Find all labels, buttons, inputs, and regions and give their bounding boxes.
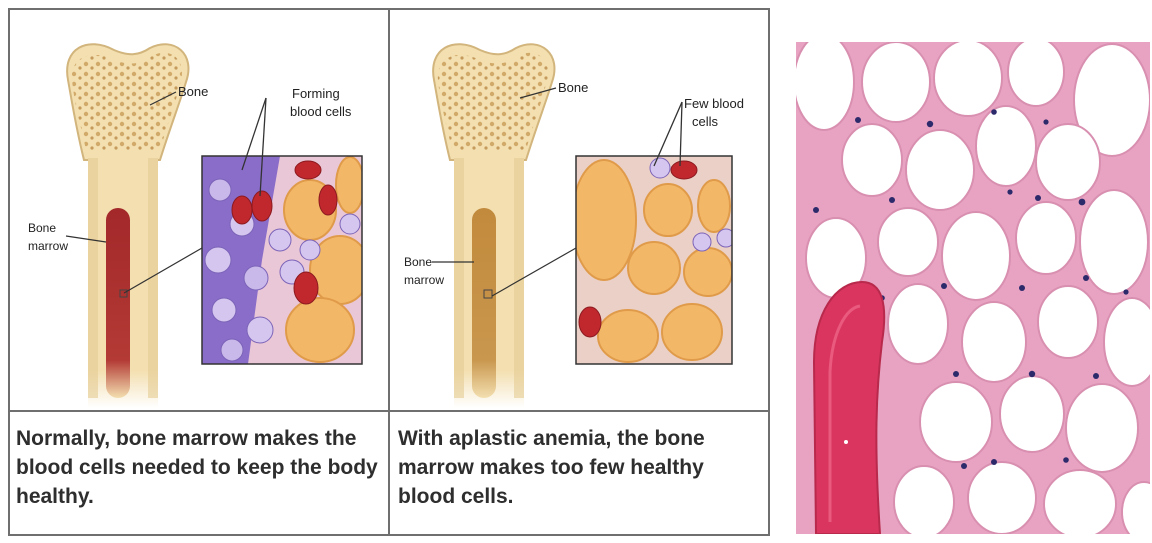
label-marrow-line1: Bone <box>28 221 56 235</box>
label-forming-line2: blood cells <box>290 104 352 119</box>
label-forming-line1: Forming <box>292 86 340 101</box>
label-bone: Bone <box>558 80 588 95</box>
normal-caption: Normally, bone marrow makes the blood ce… <box>16 424 378 511</box>
caption-divider <box>8 410 770 412</box>
bone-marrow <box>472 208 496 398</box>
label-marrow-line2: marrow <box>28 239 68 253</box>
histology-micrograph <box>796 42 1150 534</box>
normal-marrow-inset <box>202 156 370 364</box>
label-marrow-line2: marrow <box>404 273 444 287</box>
bone-trabecula <box>814 282 884 534</box>
label-bone: Bone <box>178 84 208 99</box>
label-few-line2: cells <box>692 114 719 129</box>
normal-bone-diagram: Bone Forming blood cells Bone marrow <box>10 10 390 410</box>
label-marrow-line1: Bone <box>404 255 432 269</box>
aplastic-caption: With aplastic anemia, the bone marrow ma… <box>398 424 760 511</box>
aplastic-marrow-inset <box>572 156 735 364</box>
aplastic-bone-diagram: Bone Few blood cells Bone marrow <box>392 10 770 410</box>
label-few-line1: Few blood <box>684 96 744 111</box>
bone-marrow <box>106 208 130 398</box>
